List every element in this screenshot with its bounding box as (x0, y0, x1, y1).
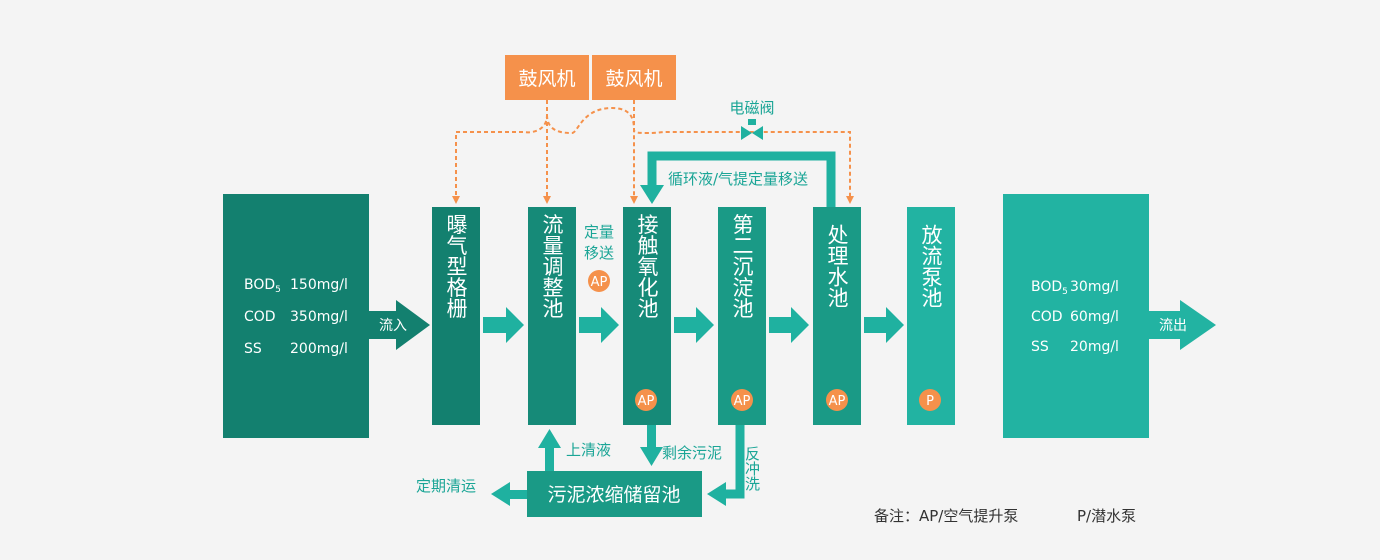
unit-screen-label: 曝气型格栅 (444, 214, 468, 319)
note-text-2: P/潜水泵 (1077, 507, 1136, 525)
flow-arrows (483, 307, 904, 343)
note-text: 备注：AP/空气提升泵 (874, 507, 1018, 525)
unit-clarifier-label: 第二沉淀池 (730, 214, 754, 319)
unit-pump-label: 放流泵池 (919, 224, 943, 308)
outflow-arrow: 流出 (1149, 300, 1216, 350)
air-line-to-treated (633, 100, 854, 204)
ap-badge (731, 389, 753, 411)
backwash-label: 反冲洗 (743, 446, 761, 492)
regular-removal-arrow (491, 482, 527, 506)
valve-label: 电磁阀 (729, 99, 774, 117)
ap-badge-label: AP (829, 394, 846, 409)
influent-param: COD (244, 309, 276, 325)
supernatant-arrow (538, 429, 561, 471)
effluent-param: COD (1031, 309, 1063, 325)
ap-badge (635, 389, 657, 411)
ap-badge (826, 389, 848, 411)
unit-screen: 曝气型格栅 (432, 207, 480, 425)
effluent-box (1003, 194, 1149, 438)
transfer-ap-badge (588, 270, 610, 292)
recycle-label: 循环液/气提定量移送 (668, 170, 808, 188)
outflow-label: 流出 (1159, 318, 1187, 334)
effluent-value: 60mg/l (1070, 309, 1119, 325)
ap-badge-label: AP (734, 394, 751, 409)
air-supply-lines (452, 100, 854, 204)
flow-arrow (674, 307, 714, 343)
blower-2-box (592, 55, 676, 100)
blower-1-box (505, 55, 589, 100)
flow-arrow (864, 307, 904, 343)
air-line-to-contact (546, 106, 638, 204)
unit-treated-water: 处理水池 AP (813, 207, 861, 425)
air-line-to-screen (452, 100, 548, 204)
flow-arrow (579, 307, 619, 343)
influent-value: 150mg/l (290, 277, 348, 293)
recycle-line (647, 151, 836, 208)
effluent-param: BOD5 (1031, 279, 1068, 297)
ap-badge-label: AP (638, 394, 655, 409)
unit-secondary-clarifier: 第二沉淀池 AP (718, 207, 766, 425)
effluent-param: SS (1031, 339, 1049, 355)
unit-treated-label: 处理水池 (825, 224, 849, 308)
influent-param: BOD5 (244, 277, 281, 295)
effluent-tank: BOD5 30mg/l COD 60mg/l SS 20mg/l (1003, 194, 1149, 438)
p-badge (919, 389, 941, 411)
blower-1: 鼓风机 (505, 55, 589, 100)
transfer-label-line2: 移送 (584, 244, 614, 262)
blower-1-label: 鼓风机 (518, 68, 575, 90)
p-badge-label: P (926, 394, 934, 409)
unit-discharge-pump: 放流泵池 P (907, 207, 955, 425)
influent-tank: BOD5 150mg/l COD 350mg/l SS 200mg/l (223, 194, 369, 438)
inflow-label: 流入 (379, 318, 407, 334)
influent-param: SS (244, 341, 262, 357)
blower-2-label: 鼓风机 (605, 68, 662, 90)
influent-value: 350mg/l (290, 309, 348, 325)
flow-arrow (483, 307, 524, 343)
sludge-tank-label: 污泥浓缩储留池 (547, 484, 680, 506)
backwash-line (707, 425, 745, 506)
unit-equalization: 流量调整池 (528, 207, 576, 425)
excess-sludge-label: 剩余污泥 (662, 444, 722, 462)
supernatant-label: 上清液 (566, 441, 611, 459)
unit-contact-oxidation: 接触氧化池 AP (623, 207, 671, 425)
influent-box (223, 194, 369, 438)
flow-arrow (769, 307, 809, 343)
influent-value: 200mg/l (290, 341, 348, 357)
excess-sludge-arrow (640, 425, 663, 466)
blower-2: 鼓风机 (592, 55, 676, 100)
valve-icon (741, 119, 763, 140)
effluent-value: 30mg/l (1070, 279, 1119, 295)
regular-removal-label: 定期清运 (416, 477, 476, 495)
transfer-ap-label: AP (591, 275, 608, 290)
recycle-loop (640, 151, 836, 208)
effluent-value: 20mg/l (1070, 339, 1119, 355)
sludge-tank: 污泥浓缩储留池 (527, 471, 702, 517)
inflow-arrow: 流入 (369, 300, 430, 350)
transfer-label-line1: 定量 (584, 223, 614, 241)
recycle-arrowhead (640, 185, 664, 204)
unit-contact-label: 接触氧化池 (635, 214, 659, 319)
unit-equalization-label: 流量调整池 (540, 214, 564, 319)
